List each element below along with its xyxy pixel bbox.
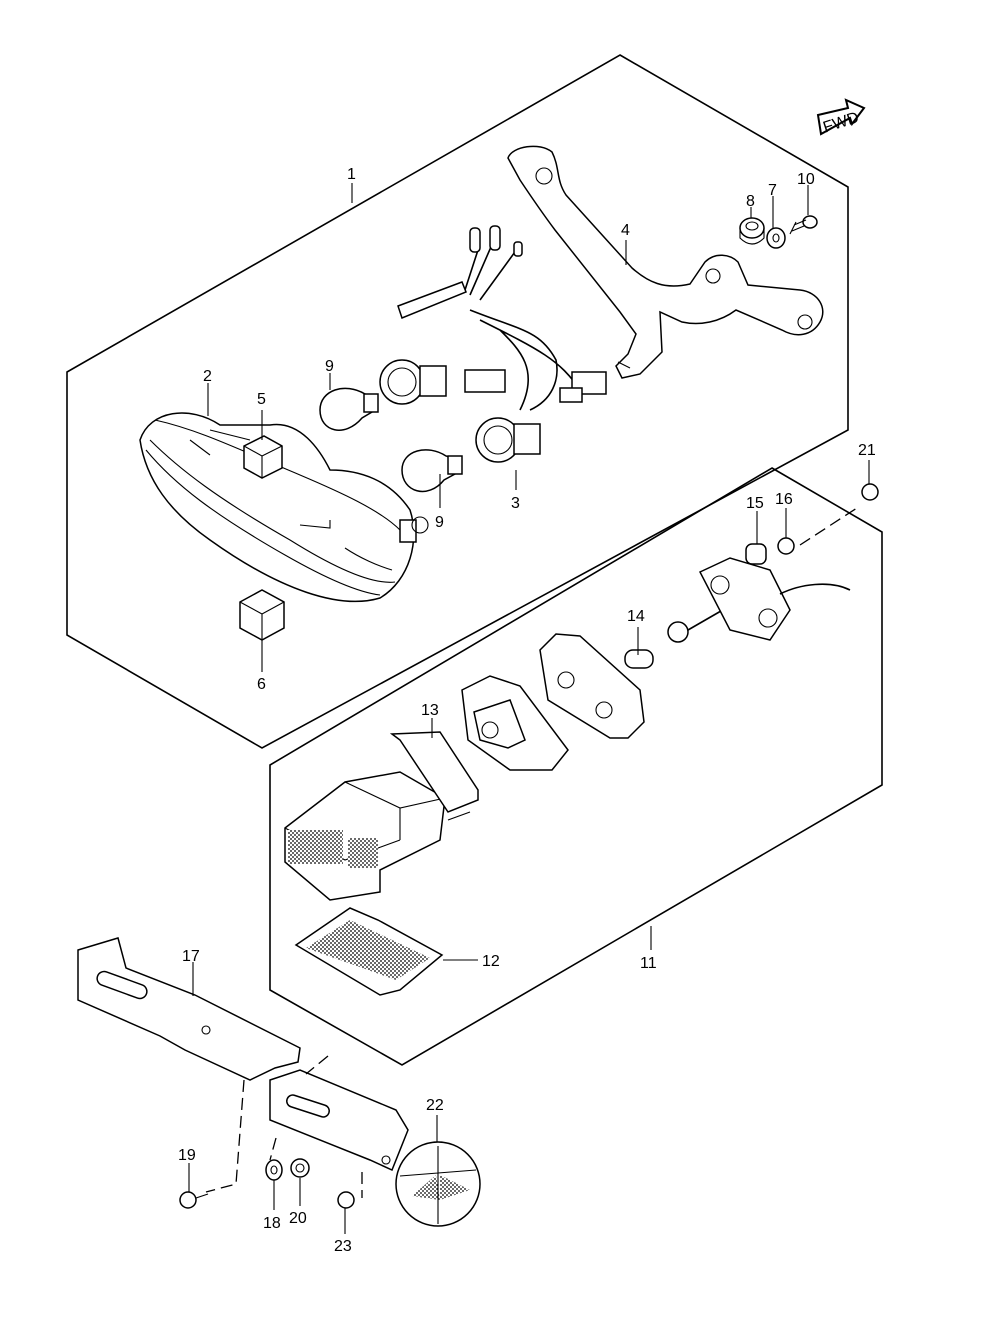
part-17-license-bracket xyxy=(77,937,301,1081)
part-13-gasket xyxy=(389,731,479,813)
part-12-lens xyxy=(294,907,444,996)
part-9-bulb-upper xyxy=(319,387,379,431)
part-14-bulb xyxy=(624,649,654,669)
fastener-line xyxy=(799,505,861,546)
callout-8: 8 xyxy=(746,193,755,210)
callout-13: 13 xyxy=(421,702,439,719)
callout-22: 22 xyxy=(426,1097,444,1114)
upper-bulb-socket xyxy=(379,359,447,405)
part-4-bracket xyxy=(507,145,824,379)
callout-23: 23 xyxy=(334,1238,352,1255)
callout-6: 6 xyxy=(257,676,266,693)
part-22-reflector xyxy=(395,1141,481,1227)
callout-11: 11 xyxy=(640,955,657,972)
part-11-license-lamp-housing xyxy=(284,741,471,901)
callout-2: 2 xyxy=(203,368,212,385)
part-15-grommet xyxy=(745,543,767,565)
fwd-direction-badge: FWD xyxy=(816,98,866,137)
callout-1: 1 xyxy=(347,166,356,183)
callout-3: 3 xyxy=(511,495,520,512)
part-18-washer xyxy=(265,1159,283,1181)
callout-5: 5 xyxy=(257,391,266,408)
callout-20: 20 xyxy=(289,1210,307,1227)
license-lamp-lens-frame xyxy=(461,675,569,771)
part-21-nut xyxy=(861,483,879,501)
part-8-grommet xyxy=(739,217,765,245)
callout-4: 4 xyxy=(621,222,630,239)
part-6-cushion xyxy=(239,589,285,641)
callout-16: 16 xyxy=(775,491,793,508)
callout-9-lower: 9 xyxy=(435,514,444,531)
callout-19: 19 xyxy=(178,1147,196,1164)
part-19-screw xyxy=(179,1191,209,1209)
license-lamp-base xyxy=(698,557,851,641)
callout-leaders xyxy=(188,183,870,1234)
part-10-screw xyxy=(789,215,818,235)
callout-7: 7 xyxy=(768,182,777,199)
callout-18: 18 xyxy=(263,1215,281,1232)
mount-guide-line xyxy=(205,1079,245,1193)
callout-12: 12 xyxy=(482,953,500,970)
callout-14: 14 xyxy=(627,608,645,625)
license-lamp-reflector xyxy=(539,633,645,739)
assembly-1-outline xyxy=(66,54,849,749)
callout-9-upper: 9 xyxy=(325,358,334,375)
part-5-cushion xyxy=(243,435,283,479)
part-23-nut xyxy=(337,1191,355,1209)
part-20-nut xyxy=(290,1158,310,1178)
assembly-11-outline xyxy=(269,467,883,1066)
part-3-socket-harness xyxy=(379,225,607,463)
mount-guide-line xyxy=(269,1055,363,1198)
callout-10: 10 xyxy=(797,171,815,188)
reflector-mount-plate xyxy=(269,1069,409,1172)
callout-17: 17 xyxy=(182,948,200,965)
part-7-washer xyxy=(766,227,786,249)
part-9-bulb-lower xyxy=(401,449,463,493)
part-2-tail-lamp-housing xyxy=(139,412,429,603)
callout-15: 15 xyxy=(746,495,764,512)
lower-bulb-socket xyxy=(475,417,541,463)
part-16-nut xyxy=(777,537,795,555)
forward-arrow-icon xyxy=(816,98,866,136)
callout-21: 21 xyxy=(858,442,876,459)
license-lamp-socket xyxy=(667,599,741,643)
